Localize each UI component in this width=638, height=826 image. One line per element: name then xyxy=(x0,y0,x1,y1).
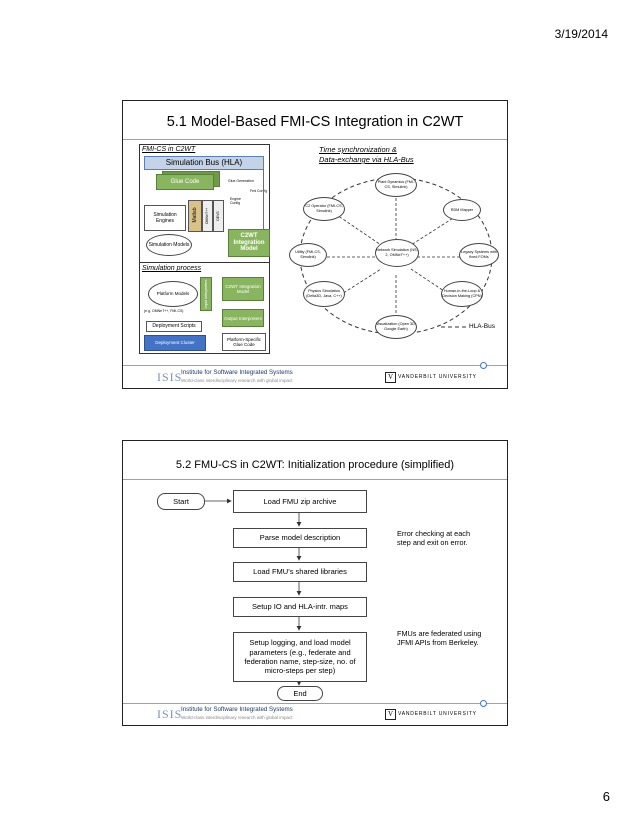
vanderbilt-name: VANDERBILT UNIVERSITY xyxy=(398,711,477,717)
glue-generation-label: Glue Generation xyxy=(228,179,254,183)
deployment-scripts-box: Deployment Scripts xyxy=(146,321,202,332)
node-c2-operator: C2 Operator (FMI-CS, Simulink) xyxy=(303,197,345,221)
fmi-cs-panel: FMI-CS in C2WT Simulation Bus (HLA) Glue… xyxy=(139,144,270,354)
step-setup-logging: Setup logging, and load model parameters… xyxy=(233,632,367,682)
engine-config-label: Engine Config xyxy=(230,197,241,205)
slide-footer: ISIS Institute for Software Integrated S… xyxy=(123,366,507,388)
omnet-box: OMNeT++ xyxy=(202,200,213,232)
note-jfmi: FMUs are federated using JFMI APIs from … xyxy=(397,629,482,648)
print-date: 3/19/2014 xyxy=(554,27,608,41)
fed-config-label: Fed Config xyxy=(250,189,268,193)
fmi-cs-label: FMI-CS in C2WT xyxy=(142,146,196,153)
step-load-libraries: Load FMU’s shared libraries xyxy=(233,562,367,582)
legend-dash xyxy=(441,326,467,328)
node-utility: Utility (FMI-CS, Simulink) xyxy=(289,243,327,267)
platform-glue-box: Platform-Specific Glue Code xyxy=(222,333,266,351)
end-node: End xyxy=(277,686,323,701)
glue-code-box: Glue Code xyxy=(156,174,214,190)
matlab-box: Matlab xyxy=(188,200,202,232)
step-setup-io: Setup IO and HLA-intr. maps xyxy=(233,597,367,617)
vanderbilt-name: VANDERBILT UNIVERSITY xyxy=(398,374,477,380)
legend-hla-bus: HLA-Bus xyxy=(469,323,496,330)
data-exchange-label: Data-exchange via HLA-Bus xyxy=(319,155,414,164)
isis-name: Institute for Software Integrated System… xyxy=(181,706,293,713)
c2wt-model-process: C2WT Integration Model xyxy=(222,277,264,301)
node-network-simulation: Network Simulation (NS-2, OMNeT++) xyxy=(375,239,419,267)
input-interpreters-label: Input Interpreters xyxy=(204,279,208,309)
flow-connectors xyxy=(205,498,302,686)
node-legacy-systems: Legacy Systems with fixed FOMs xyxy=(459,243,499,267)
note-error-checking: Error checking at each step and exit on … xyxy=(397,529,471,548)
platform-models-ellipse: Platform Models xyxy=(148,281,198,307)
isis-tagline: World-class interdisciplinary research w… xyxy=(181,715,293,720)
node-plant-dynamics: Plant Dynamics (FMI-CS, Simulink) xyxy=(375,173,417,197)
c2wt-integration-model: C2WT Integration Model xyxy=(228,229,270,257)
models-example-label: (e.g. OMNeT++, FMI-CS) xyxy=(144,309,184,313)
simulation-bus: Simulation Bus (HLA) xyxy=(144,156,264,170)
footer-rule-dot xyxy=(480,700,487,707)
page-number: 6 xyxy=(602,789,610,804)
vanderbilt-logo: V xyxy=(385,372,396,383)
devs-box: DEVS xyxy=(213,200,224,232)
slide-title: 5.1 Model-Based FMI-CS Integration in C2… xyxy=(166,114,464,130)
step-load-fmu: Load FMU zip archive xyxy=(233,490,367,513)
simulation-engines-box: Simulation Engines xyxy=(144,205,186,231)
isis-logo: ISIS xyxy=(157,707,183,721)
matlab-label: Matlab xyxy=(192,207,198,223)
time-sync-label: Time synchronization & xyxy=(319,145,397,154)
title-rule xyxy=(123,139,507,140)
node-visualization: Visualization (Open 3D, Google Earth) xyxy=(375,315,417,339)
panel-divider xyxy=(140,262,269,263)
isis-logo: ISIS xyxy=(157,370,183,384)
devs-label: DEVS xyxy=(216,211,220,221)
isis-name: Institute for Software Integrated System… xyxy=(181,369,293,376)
footer-rule xyxy=(123,703,507,704)
simulation-process-label: Simulation process xyxy=(142,265,202,272)
simulation-models-ellipse: Simulation Models xyxy=(146,234,192,256)
deployment-cluster-box: Deployment Cluster xyxy=(144,335,206,351)
node-human-in-loop: Human-in-the-Loop & Decision Making (CPN… xyxy=(441,281,483,307)
vanderbilt-logo: V xyxy=(385,709,396,720)
slide-model-based-fmi-cs: 5.1 Model-Based FMI-CS Integration in C2… xyxy=(122,100,508,389)
omnet-label: OMNeT++ xyxy=(205,207,209,225)
output-interpreters-box: Output Interpreters xyxy=(222,309,264,327)
bus-link-line xyxy=(263,169,264,229)
step-parse-description: Parse model description xyxy=(233,528,367,548)
isis-tagline: World-class interdisciplinary research w… xyxy=(181,378,293,383)
slide-footer: ISIS Institute for Software Integrated S… xyxy=(123,703,507,725)
footer-rule-dot xyxy=(480,362,487,369)
input-interpreters-box: Input Interpreters xyxy=(200,277,212,311)
title-rule xyxy=(123,479,507,480)
slide-title: 5.2 FMU-CS in C2WT: Initialization proce… xyxy=(175,459,455,471)
footer-rule xyxy=(123,365,507,366)
node-physics-simulation: Physics Simulation (Delta3D, Java, C++) xyxy=(303,281,345,307)
node-rdm-mapper: RDM Mapper xyxy=(443,199,481,221)
slide-fmu-cs-initialization: 5.2 FMU-CS in C2WT: Initialization proce… xyxy=(122,440,508,726)
start-node: Start xyxy=(157,493,205,510)
